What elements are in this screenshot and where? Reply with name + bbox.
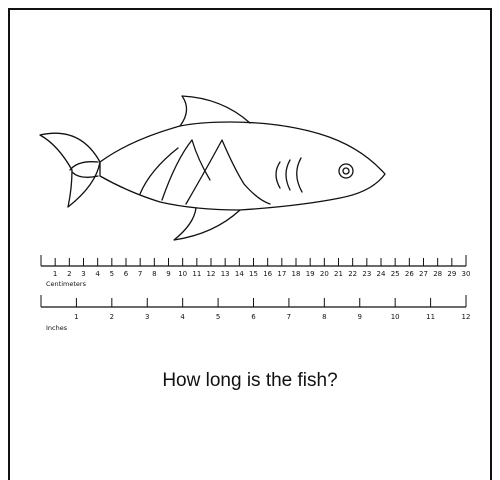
- centimeter-tick-label: 24: [377, 270, 386, 278]
- centimeter-tick-label: 21: [334, 270, 343, 278]
- inch-tick-label: 5: [216, 313, 220, 321]
- centimeter-tick-label: 29: [447, 270, 456, 278]
- centimeter-tick-label: 2: [67, 270, 71, 278]
- inch-tick-label: 8: [322, 313, 326, 321]
- centimeter-tick-label: 14: [235, 270, 244, 278]
- centimeter-tick-label: 7: [138, 270, 142, 278]
- question-text: How long is the fish?: [162, 370, 338, 391]
- centimeter-unit-label: Centimeters: [46, 280, 87, 288]
- inch-tick-label: 1: [74, 313, 78, 321]
- centimeter-tick-label: 8: [152, 270, 156, 278]
- centimeter-tick-label: 19: [306, 270, 315, 278]
- centimeter-tick-label: 20: [320, 270, 329, 278]
- centimeter-tick-label: 10: [178, 270, 187, 278]
- centimeter-tick-label: 1: [53, 270, 57, 278]
- centimeter-tick-label: 15: [249, 270, 258, 278]
- inch-tick-label: 12: [462, 313, 471, 321]
- inch-tick-label: 4: [180, 313, 185, 321]
- centimeter-tick-label: 3: [81, 270, 85, 278]
- centimeter-tick-label: 26: [405, 270, 414, 278]
- centimeter-tick-label: 23: [362, 270, 371, 278]
- inch-tick-label: 7: [287, 313, 291, 321]
- centimeter-tick-label: 12: [207, 270, 216, 278]
- inch-tick-label: 9: [358, 313, 362, 321]
- inch-tick-label: 2: [110, 313, 114, 321]
- centimeter-tick-label: 11: [192, 270, 201, 278]
- inch-tick-label: 10: [391, 313, 400, 321]
- centimeter-tick-label: 16: [263, 270, 272, 278]
- centimeter-tick-label: 5: [110, 270, 114, 278]
- shark-icon: [39, 95, 386, 241]
- inch-tick-label: 11: [426, 313, 435, 321]
- centimeter-tick-label: 25: [391, 270, 400, 278]
- centimeter-tick-label: 6: [124, 270, 129, 278]
- worksheet-frame: [8, 8, 492, 480]
- inch-unit-label: Inches: [46, 324, 68, 332]
- centimeter-tick-label: 27: [419, 270, 428, 278]
- centimeter-tick-label: 30: [462, 270, 471, 278]
- inch-tick-label: 3: [145, 313, 149, 321]
- inch-tick-label: 6: [251, 313, 256, 321]
- centimeter-tick-label: 9: [166, 270, 170, 278]
- centimeter-tick-label: 4: [95, 270, 100, 278]
- centimeter-tick-label: 17: [277, 270, 286, 278]
- centimeter-tick-label: 13: [221, 270, 230, 278]
- centimeter-tick-label: 22: [348, 270, 357, 278]
- centimeter-tick-label: 18: [292, 270, 301, 278]
- centimeter-tick-label: 28: [433, 270, 442, 278]
